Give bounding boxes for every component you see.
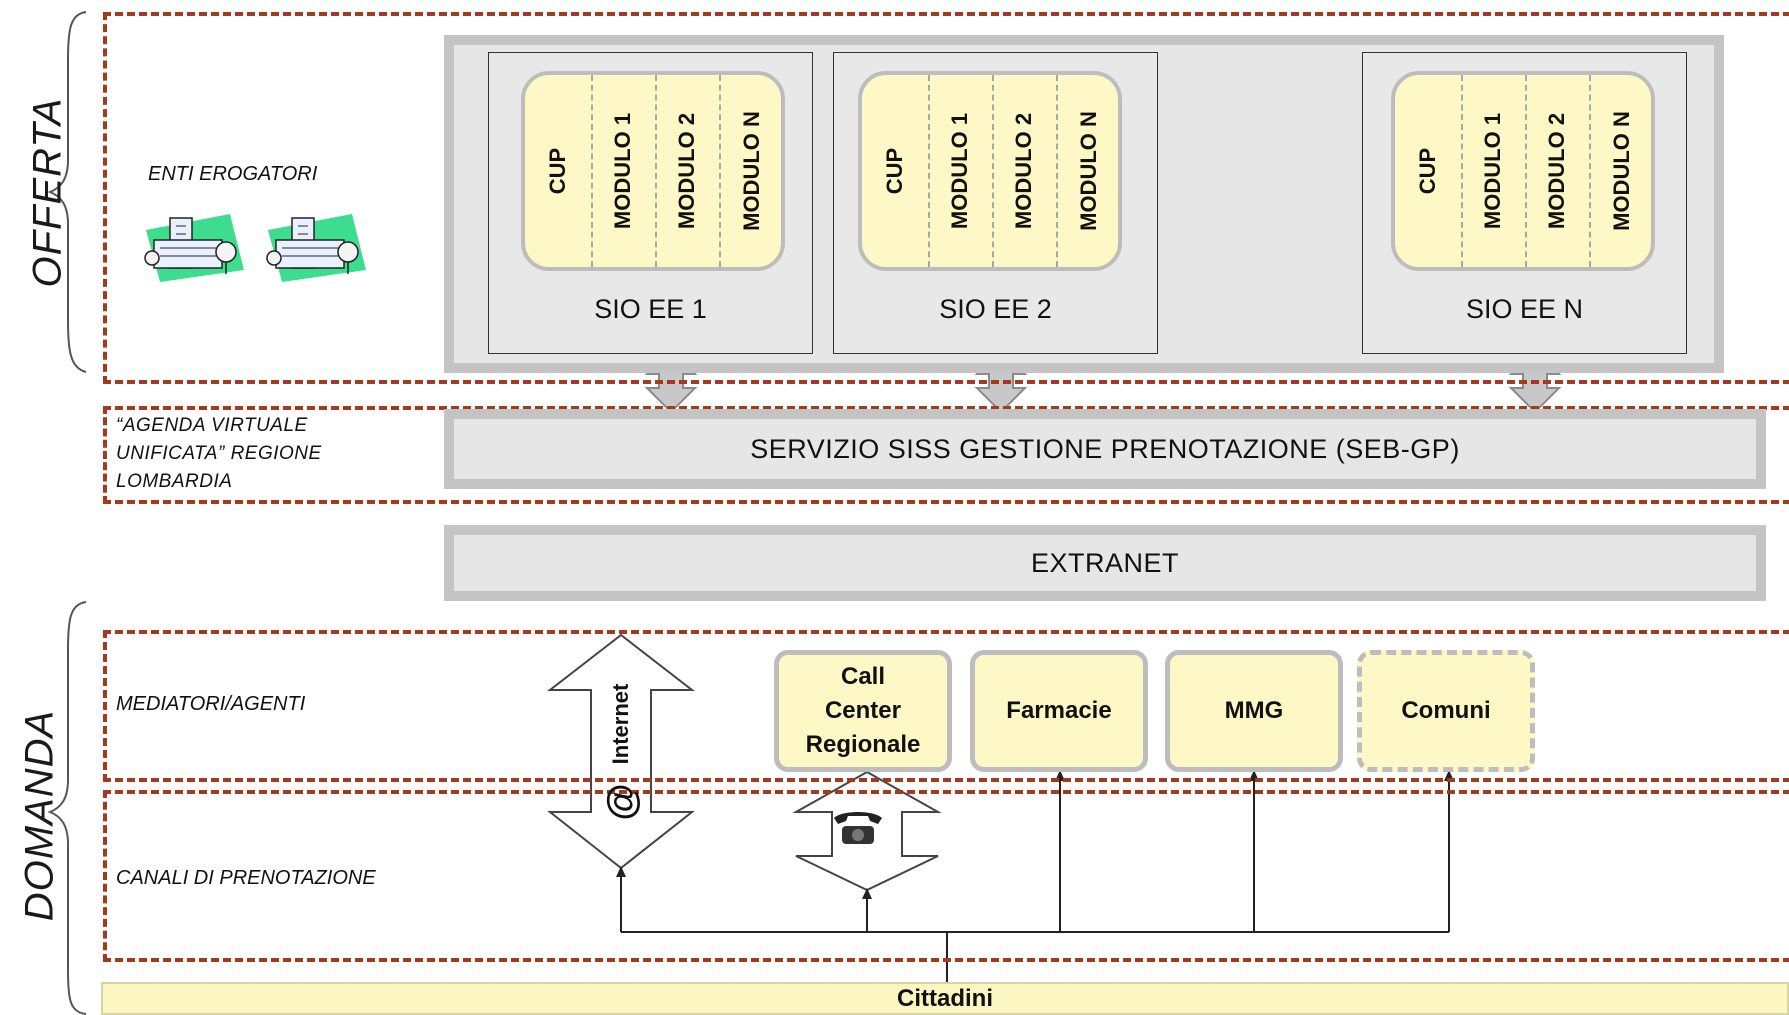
sio-title: SIO EE 1 bbox=[594, 294, 707, 324]
channel-comuni: Comuni bbox=[1357, 650, 1535, 772]
cittadini-connectors bbox=[620, 776, 1450, 986]
internet-text: Internet bbox=[608, 683, 633, 765]
mediatori-region bbox=[103, 630, 1789, 782]
offerta-side-label: OFFERTA bbox=[25, 97, 70, 288]
domanda-side-label: DOMANDA bbox=[17, 709, 62, 922]
sio-title: SIO EE 2 bbox=[939, 294, 1052, 324]
hospital-icon bbox=[140, 200, 250, 286]
module-label: MODULO N bbox=[1076, 111, 1101, 231]
module-label: MODULO 2 bbox=[1011, 112, 1036, 230]
agenda-label-line: LOMBARDIA bbox=[116, 471, 233, 492]
agenda-region bbox=[103, 406, 1789, 504]
enti-erogatori-label: ENTI EROGATORI bbox=[148, 163, 318, 185]
module-label: MODULO 1 bbox=[1480, 112, 1505, 230]
extranet-band: EXTRANET bbox=[444, 525, 1766, 601]
module-label: MODULO N bbox=[1609, 111, 1634, 231]
cittadini-band: Cittadini bbox=[101, 982, 1789, 1015]
module-label: CUP bbox=[1415, 147, 1440, 195]
agenda-label-line: UNIFICATA” REGIONE bbox=[116, 443, 322, 464]
canali-label: CANALI DI PRENOTAZIONE bbox=[116, 867, 376, 889]
sio-box-n: CUP MODULO 1 MODULO 2 MODULO N SIO EE N bbox=[1362, 52, 1687, 354]
module-label: MODULO 1 bbox=[610, 112, 635, 230]
module-panel: CUP MODULO 1 MODULO 2 MODULO N bbox=[858, 71, 1122, 271]
sio-box-1: CUP MODULO 1 MODULO 2 MODULO N SIO EE 1 bbox=[488, 52, 813, 354]
extranet-label: EXTRANET bbox=[1030, 547, 1180, 578]
mediatori-label: MEDIATORI/AGENTI bbox=[116, 693, 306, 715]
module-label: MODULO 1 bbox=[947, 112, 972, 230]
module-label: MODULO 2 bbox=[674, 112, 699, 230]
module-panel: CUP MODULO 1 MODULO 2 MODULO N bbox=[521, 71, 785, 271]
module-label: CUP bbox=[882, 147, 907, 195]
module-panel: CUP MODULO 1 MODULO 2 MODULO N bbox=[1391, 71, 1655, 271]
at-icon: @ bbox=[601, 783, 643, 821]
sio-title: SIO EE N bbox=[1465, 294, 1584, 324]
offerta-brace bbox=[47, 11, 87, 373]
telephone-icon bbox=[828, 808, 888, 848]
agenda-label-line: “AGENDA VIRTUALE bbox=[116, 415, 308, 436]
channel-farmacie: Farmacie bbox=[970, 650, 1148, 772]
hospital-icon bbox=[262, 200, 372, 286]
canali-region bbox=[103, 790, 1789, 962]
module-label: MODULO 2 bbox=[1544, 112, 1569, 230]
channel-mmg: MMG bbox=[1165, 650, 1343, 772]
sio-box-2: CUP MODULO 1 MODULO 2 MODULO N SIO EE 2 bbox=[833, 52, 1158, 354]
module-label: MODULO N bbox=[739, 111, 764, 231]
module-label: CUP bbox=[545, 147, 570, 195]
agenda-label: “AGENDA VIRTUALE UNIFICATA” REGIONE LOMB… bbox=[116, 412, 322, 496]
offerta-region bbox=[103, 12, 1789, 384]
service-label: SERVIZIO SISS GESTIONE PRENOTAZIONE (SEB… bbox=[750, 433, 1460, 464]
domanda-brace bbox=[47, 601, 87, 1015]
service-band: SERVIZIO SISS GESTIONE PRENOTAZIONE (SEB… bbox=[444, 409, 1766, 489]
